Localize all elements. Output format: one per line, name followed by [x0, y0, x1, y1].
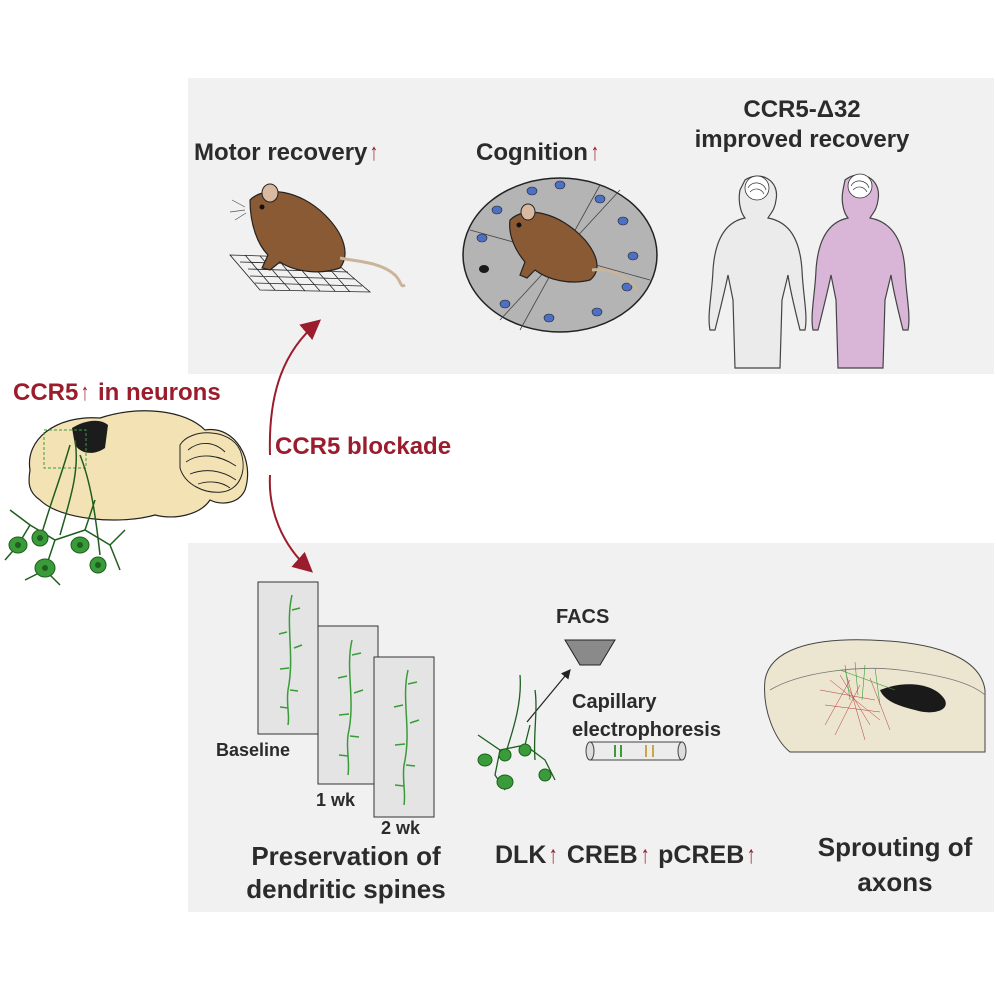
neuron-icon — [477, 674, 556, 791]
delta32-label: CCR5-Δ32 improved recovery — [664, 95, 940, 155]
up-arrow-icon: ↑ — [590, 139, 600, 166]
up-arrow-icon: ↑ — [549, 841, 559, 869]
capillary-label: Capillary electrophoresis — [572, 688, 721, 744]
capillary-line1: Capillary — [572, 691, 657, 713]
ccr5-label: CCR5 — [13, 379, 79, 406]
preservation-line1: Preservation of — [251, 841, 441, 871]
up-arrow-icon: ↑ — [370, 139, 379, 166]
week1-label: 1 wk — [316, 790, 356, 810]
facs-nozzle-icon — [526, 639, 616, 723]
in-neurons-label: in neurons — [98, 379, 221, 406]
ccr5-in-neurons-label: CCR5↑ in neurons — [13, 381, 221, 405]
sprouting-line2: axons — [857, 867, 933, 897]
human-icon — [708, 175, 807, 369]
facs-label: FACS — [556, 606, 610, 628]
markers-label: DLK↑ CREB↑ pCREB↑ — [495, 843, 758, 868]
motor-recovery-label: Motor recovery↑ — [194, 141, 380, 165]
delta32-line1: CCR5-Δ32 — [743, 96, 861, 123]
cognition-text: Cognition — [476, 139, 588, 166]
cortex-section-icon — [764, 639, 986, 753]
blockade-arrows — [268, 319, 322, 573]
preservation-line2: dendritic spines — [246, 874, 446, 904]
capillary-line2: electrophoresis — [572, 719, 721, 741]
creb-label: CREB — [566, 841, 638, 869]
mouse-icon — [229, 183, 406, 288]
delta32-line2: improved recovery — [694, 126, 910, 153]
sprouting-label: Sprouting of axons — [800, 830, 990, 900]
capillary-tube-icon — [585, 741, 687, 761]
ccr5-blockade-label: CCR5 blockade — [275, 433, 452, 460]
sprouting-line1: Sprouting of — [817, 832, 973, 862]
up-arrow-icon: ↑ — [640, 841, 650, 869]
brain-icon — [28, 410, 249, 521]
up-arrow-icon: ↑ — [747, 841, 756, 869]
mouse-icon — [509, 203, 640, 291]
pcreb-label: pCREB — [658, 841, 745, 869]
dendrite-icon — [257, 581, 435, 818]
week2-label: 2 wk — [381, 818, 421, 838]
baseline-label: Baseline — [216, 740, 291, 760]
preservation-label: Preservation of dendritic spines — [222, 840, 470, 906]
motor-recovery-text: Motor recovery — [194, 139, 368, 166]
up-arrow-icon: ↑ — [81, 379, 90, 406]
human-icon — [811, 173, 910, 369]
dlk-label: DLK — [495, 841, 547, 869]
neuron-icon — [4, 439, 126, 586]
cognition-label: Cognition↑ — [476, 141, 601, 165]
